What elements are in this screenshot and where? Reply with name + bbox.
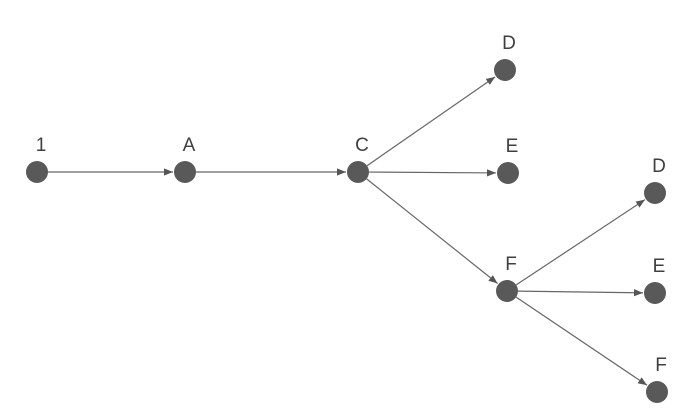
node-label: A (183, 135, 196, 156)
edge-nC-nF (366, 178, 498, 284)
node-circle (646, 381, 668, 403)
node-label: F (655, 355, 667, 376)
edge-nF-nF2 (515, 296, 648, 386)
node-label: E (506, 136, 519, 157)
node-label: C (355, 135, 369, 156)
node-nA: A (174, 135, 196, 183)
edge-nF-nE2 (517, 289, 644, 297)
node-n1: 1 (26, 135, 48, 183)
node-nD: D (494, 33, 516, 81)
node-circle (26, 161, 48, 183)
node-nD2: D (644, 156, 666, 204)
node-label: 1 (36, 135, 47, 156)
node-nC: C (347, 135, 369, 183)
node-label: E (653, 256, 666, 277)
node-circle (496, 280, 518, 302)
node-label: D (652, 156, 666, 177)
node-circle (644, 182, 666, 204)
node-nF2: F (646, 355, 668, 403)
node-nE: E (497, 136, 519, 184)
node-circle (494, 59, 516, 81)
edge-nC-nD (366, 76, 496, 167)
node-label: F (505, 254, 517, 275)
edge-nC-nE (368, 169, 497, 177)
node-circle (174, 161, 196, 183)
edge-nF-nD2 (515, 199, 646, 286)
node-circle (347, 161, 369, 183)
node-circle (644, 282, 666, 304)
node-nF: F (496, 254, 518, 302)
node-circle (497, 162, 519, 184)
node-nE2: E (644, 256, 666, 304)
node-label: D (502, 33, 516, 54)
